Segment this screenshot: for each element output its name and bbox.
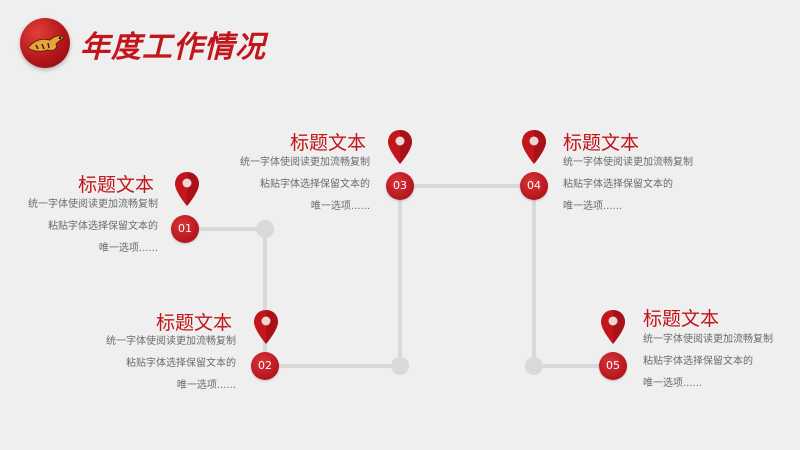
junction-dot	[391, 357, 409, 375]
step-03-description: 统一字体使阅读更加流畅复制 粘贴字体选择保留文本的 唯一选项......	[240, 157, 370, 212]
map-pin-icon	[522, 130, 546, 164]
step-02-title: 标题文本	[156, 312, 233, 334]
junction-dot	[525, 357, 543, 375]
step-05-title: 标题文本	[643, 308, 720, 330]
step-02-description: 统一字体使阅读更加流畅复制 粘贴字体选择保留文本的 唯一选项......	[106, 336, 236, 391]
step-04-number: 04	[520, 172, 548, 200]
step-05-description: 统一字体使阅读更加流畅复制 粘贴字体选择保留文本的 唯一选项......	[643, 334, 773, 389]
step-01-description: 统一字体使阅读更加流畅复制 粘贴字体选择保留文本的 唯一选项......	[28, 199, 158, 254]
map-pin-icon	[388, 130, 412, 164]
step-05-number: 05	[599, 352, 627, 380]
step-04-description: 统一字体使阅读更加流畅复制 粘贴字体选择保留文本的 唯一选项......	[563, 157, 693, 212]
step-04-title: 标题文本	[563, 132, 640, 154]
map-pin-icon	[175, 172, 199, 206]
step-03-title: 标题文本	[290, 132, 367, 154]
step-03-number: 03	[386, 172, 414, 200]
step-02-number: 02	[251, 352, 279, 380]
junction-dot	[256, 220, 274, 238]
step-01-number: 01	[171, 215, 199, 243]
page-title: 年度工作情况	[80, 30, 266, 65]
map-pin-icon	[254, 310, 278, 344]
tiger-emblem-icon	[20, 18, 70, 68]
step-01-title: 标题文本	[78, 174, 155, 196]
map-pin-icon	[601, 310, 625, 344]
